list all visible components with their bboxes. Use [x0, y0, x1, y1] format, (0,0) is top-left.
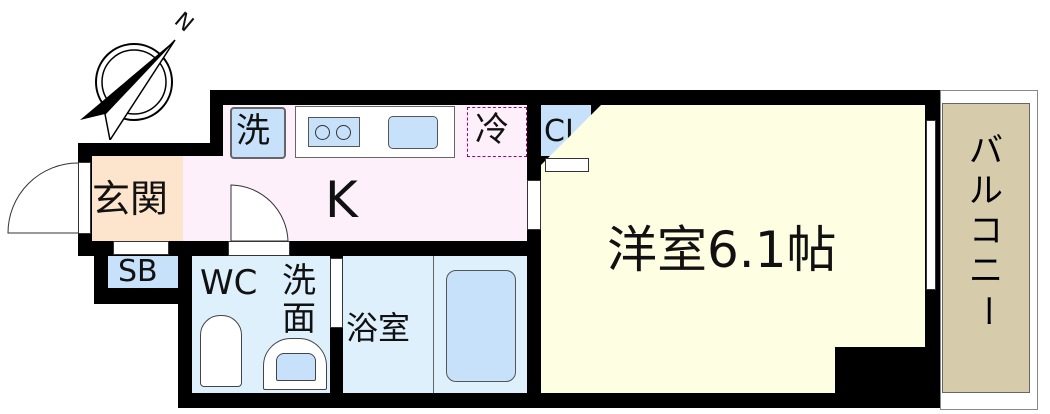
entrance-label: 玄関 [92, 177, 169, 221]
balcony-label-char: コ [969, 211, 1003, 251]
western-room [541, 105, 925, 393]
stove-icon [308, 117, 360, 147]
balcony-label-char: バ [969, 131, 1003, 171]
entrance-door[interactable] [78, 162, 91, 234]
window[interactable] [926, 120, 936, 290]
fridge-label: 冷 [475, 110, 509, 150]
wall [527, 90, 541, 408]
shoe-box-label: SB [118, 254, 158, 289]
bathtub-icon [446, 270, 516, 382]
wall [78, 241, 540, 256]
washroom-label-2: 面 [282, 299, 316, 339]
wall [527, 90, 940, 105]
shoe-box [108, 256, 178, 288]
washbasin-icon [263, 338, 327, 390]
bathroom-door[interactable] [330, 258, 343, 328]
fridge-space [467, 107, 527, 157]
sink-icon [388, 116, 438, 149]
wc-label: WC [200, 263, 258, 303]
divider [433, 256, 434, 393]
wall [78, 143, 223, 156]
washroom-label-1: 洗 [282, 261, 316, 301]
wall [210, 90, 543, 105]
balcony-label-char: ル [969, 171, 1003, 211]
washer-label: 洗 [236, 111, 270, 151]
entrance-room [92, 156, 183, 241]
shoe-box-doors[interactable] [113, 241, 169, 255]
door-swing-icon [7, 162, 79, 234]
balcony: バ ル コ ニ ー [942, 103, 1030, 393]
bathroom-label: 浴室 [346, 309, 411, 347]
western-room-label: 洋室6.1帖 [607, 221, 837, 279]
balcony-label-char: ー [966, 294, 1006, 328]
pillar [835, 347, 925, 393]
wall [178, 241, 192, 408]
wall [94, 288, 179, 304]
closet-doors[interactable] [545, 158, 589, 172]
wall [210, 90, 223, 156]
wall [178, 393, 940, 408]
room-door[interactable] [527, 180, 541, 230]
wc-door[interactable] [228, 241, 290, 256]
toilet-icon [200, 315, 242, 387]
door-swing-icon [230, 184, 289, 242]
kitchen-label: K [325, 171, 358, 229]
compass-icon [80, 39, 176, 140]
washer-space [230, 107, 286, 159]
balcony-label-char: ニ [969, 251, 1003, 291]
